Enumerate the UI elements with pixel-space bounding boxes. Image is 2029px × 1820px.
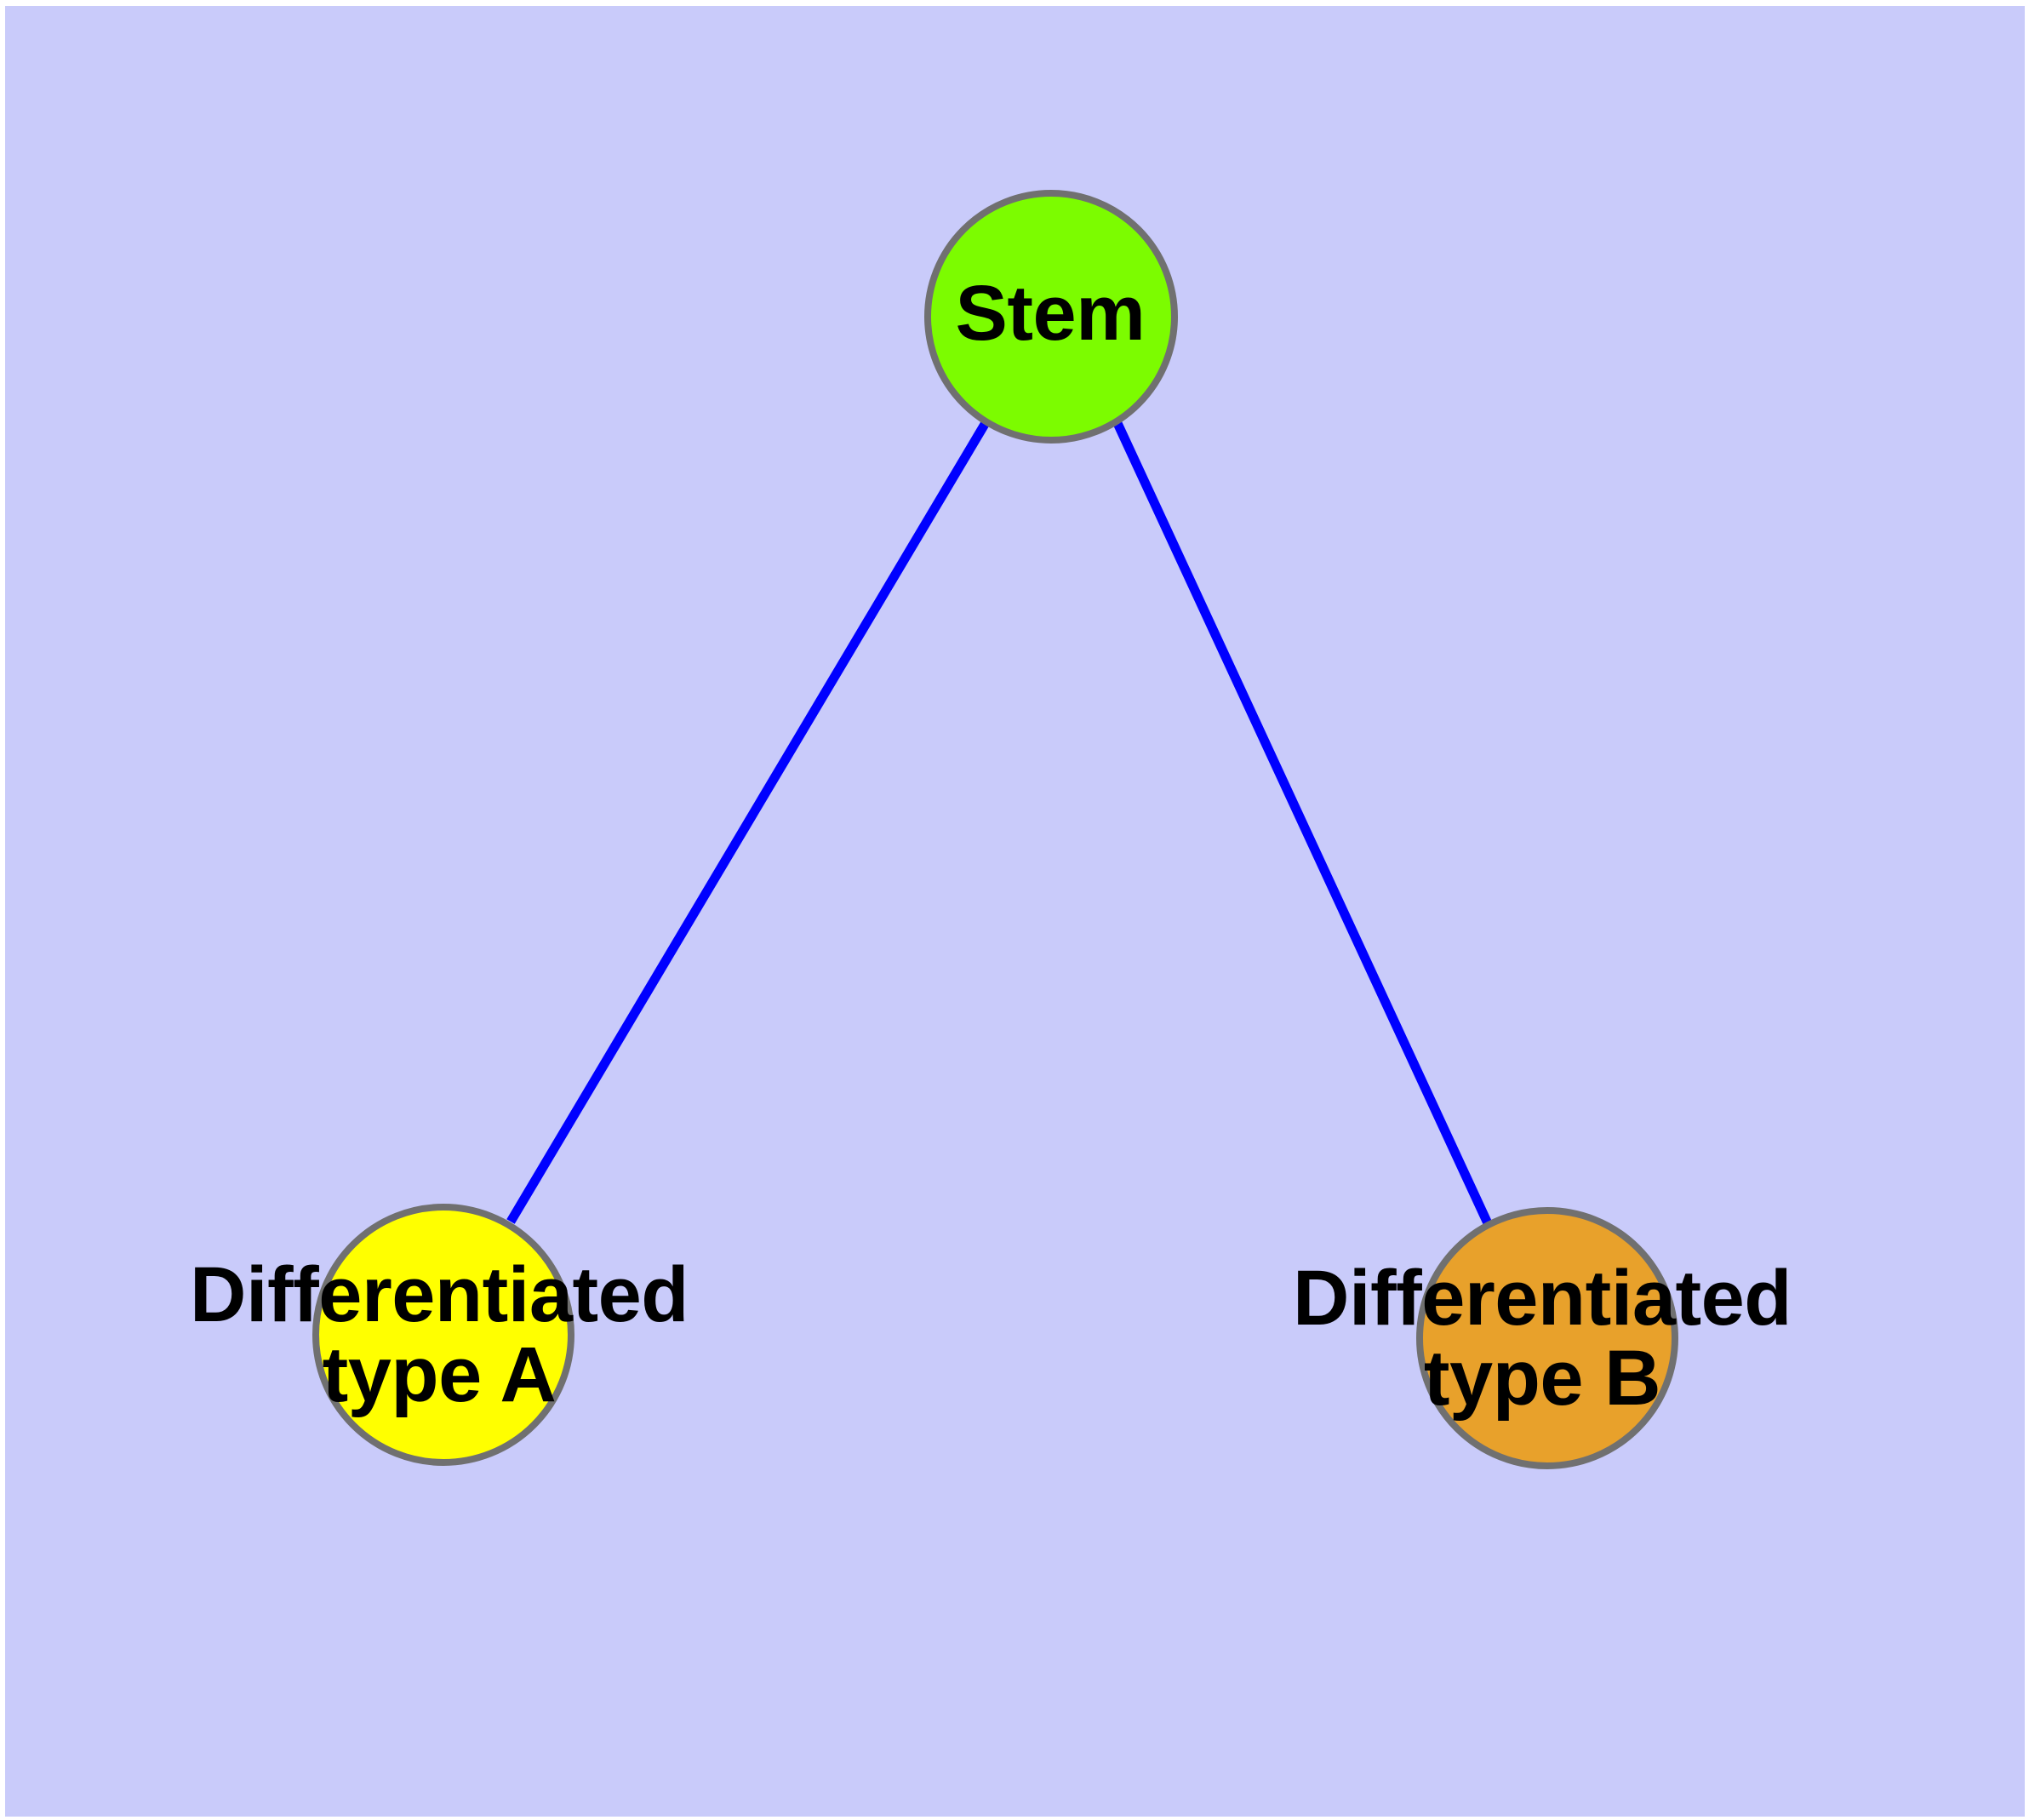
graph-svg (312, 190, 1678, 1469)
edge-stem-to-differentiated-type-a[interactable] (506, 419, 991, 1224)
edge-layer (506, 419, 1492, 1226)
node-differentiated-type-a[interactable] (312, 1204, 574, 1466)
node-differentiated-type-b[interactable] (1416, 1207, 1678, 1469)
node-stem[interactable] (924, 190, 1178, 444)
diagram-canvas: Stem Differentiated type A Differentiate… (5, 6, 2025, 1817)
edge-stem-to-differentiated-type-b[interactable] (1112, 419, 1492, 1226)
node-layer (312, 190, 1678, 1469)
